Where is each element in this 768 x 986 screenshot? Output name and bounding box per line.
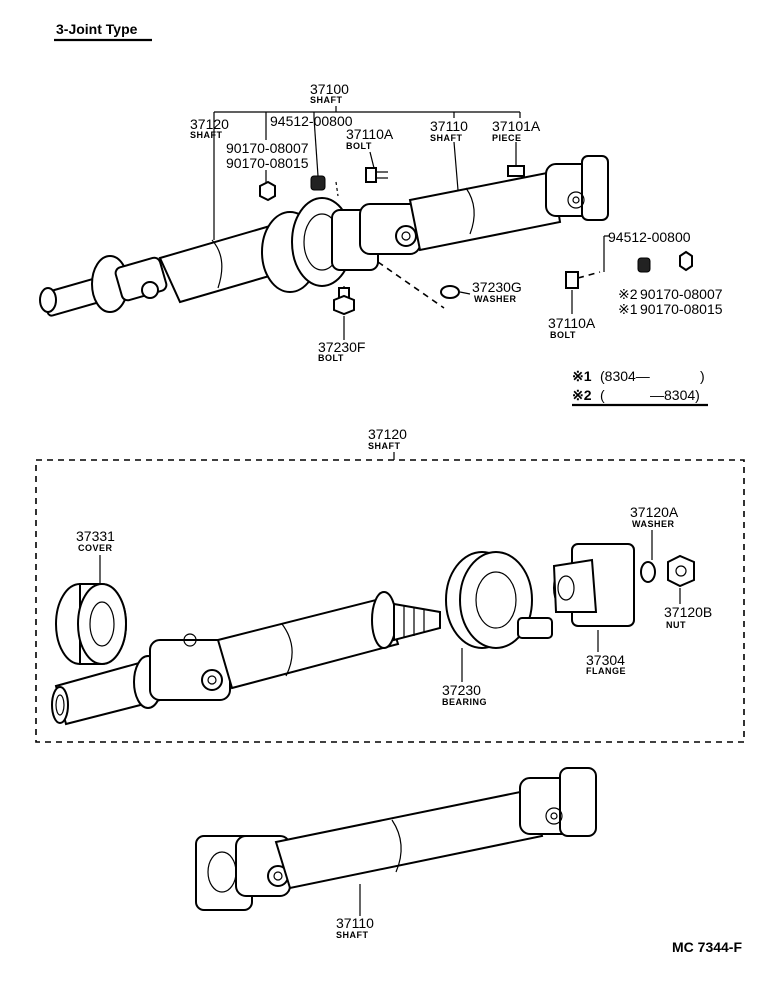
cover-icon (55, 583, 127, 665)
part-number-37110: 37110 (430, 118, 468, 134)
part-name-37110A-rear: BOLT (550, 330, 576, 340)
nut-icon (637, 257, 651, 273)
part-number-37110A-rear: 37110A (548, 315, 596, 331)
part-name-37101A: PIECE (492, 133, 522, 143)
part-number-37120-detail: 37120 (368, 426, 407, 442)
part-name-37100: SHAFT (310, 95, 343, 105)
part-number-90170-08007-rear: 90170-08007 (640, 286, 723, 302)
part-number-37100: 37100 (310, 81, 349, 97)
part-number-37230F: 37230F (318, 339, 365, 355)
part-number-37101A: 37101A (492, 118, 541, 134)
part-number-90170-08007: 90170-08007 (226, 140, 309, 156)
washer-icon (640, 561, 656, 583)
note-mark-2: ※2 (618, 286, 638, 302)
bolt-icon (365, 167, 388, 183)
part-name-37110A-upper: BOLT (346, 141, 372, 151)
part-name-37331: COVER (78, 543, 113, 553)
part-number-37110A-upper: 37110A (346, 126, 394, 142)
detail-shaft-tube (216, 591, 441, 690)
part-name-37110: SHAFT (430, 133, 463, 143)
detail-dashed-frame (35, 459, 745, 743)
flange-icon (552, 543, 635, 627)
svg-text:(: ( (600, 387, 605, 403)
nut-icon (310, 175, 326, 191)
center-bearing (261, 197, 379, 293)
part-number-90170-08015: 90170-08015 (226, 155, 309, 171)
rear-shaft-tube (408, 170, 562, 252)
part-name-37120A: WASHER (632, 519, 675, 529)
bearing-icon (445, 551, 553, 649)
part-name-37120: SHAFT (190, 130, 223, 140)
dashed-assembly-line (377, 261, 445, 309)
svg-text:※2: ※2 (572, 387, 592, 403)
part-number-37120A: 37120A (630, 504, 679, 520)
middle-universal-joint (359, 203, 421, 255)
part-number-37304: 37304 (586, 652, 625, 668)
nut-icon (259, 180, 276, 202)
applicability-footnote: ※1 (8304— ) ※2 ( —8304) (572, 368, 708, 407)
piece-icon (507, 165, 525, 177)
detail-universal-joint (51, 633, 231, 726)
part-name-37110-bottom: SHAFT (336, 930, 369, 940)
part-number-37110-bottom: 37110 (336, 915, 374, 931)
svg-text:(8304—: (8304— (600, 368, 650, 384)
part-name-37120B: NUT (666, 620, 686, 630)
part-number-37120: 37120 (190, 116, 229, 132)
drawing-code: MC 7344-F (672, 939, 742, 955)
part-name-37304: FLANGE (586, 666, 626, 676)
part-name-37230G: WASHER (474, 294, 517, 304)
svg-text:): ) (700, 368, 705, 384)
part-number-90170-08015-rear: 90170-08015 (640, 301, 723, 317)
part-number-37120B: 37120B (664, 604, 712, 620)
detail-assembly-37120: 37120 SHAFT 37331 COVER (35, 426, 745, 743)
top-assembly: 37100 SHAFT 37120 SHAFT 94512-00800 9017… (39, 81, 723, 407)
note-mark-1: ※1 (618, 301, 638, 317)
part-name-37120-detail: SHAFT (368, 441, 401, 451)
rear-universal-joint (519, 767, 597, 837)
nut-icon (679, 250, 693, 272)
part-number-94512-00800-rear: 94512-00800 (608, 229, 691, 245)
rear-flange-yoke (507, 155, 609, 221)
part-number-37331: 37331 (76, 528, 115, 544)
bolt-37110a-rear-icon (565, 271, 601, 289)
front-universal-joint (39, 255, 168, 317)
part-number-37230G: 37230G (472, 279, 522, 295)
bolt-37230f-icon (333, 286, 355, 316)
nut-icon (667, 554, 695, 588)
diagram-title: 3-Joint Type (56, 21, 138, 37)
part-name-37230F: BOLT (318, 353, 344, 363)
part-name-37230: BEARING (442, 697, 487, 707)
washer-icon (440, 285, 460, 299)
part-number-94512-00800: 94512-00800 (270, 113, 353, 129)
svg-text:※1: ※1 (572, 368, 592, 384)
bottom-shaft-tube (274, 788, 544, 890)
svg-text:—8304): —8304) (650, 387, 700, 403)
front-flange-yoke (195, 835, 291, 911)
part-number-37230: 37230 (442, 682, 481, 698)
bottom-assembly: 37110 SHAFT (195, 767, 597, 940)
